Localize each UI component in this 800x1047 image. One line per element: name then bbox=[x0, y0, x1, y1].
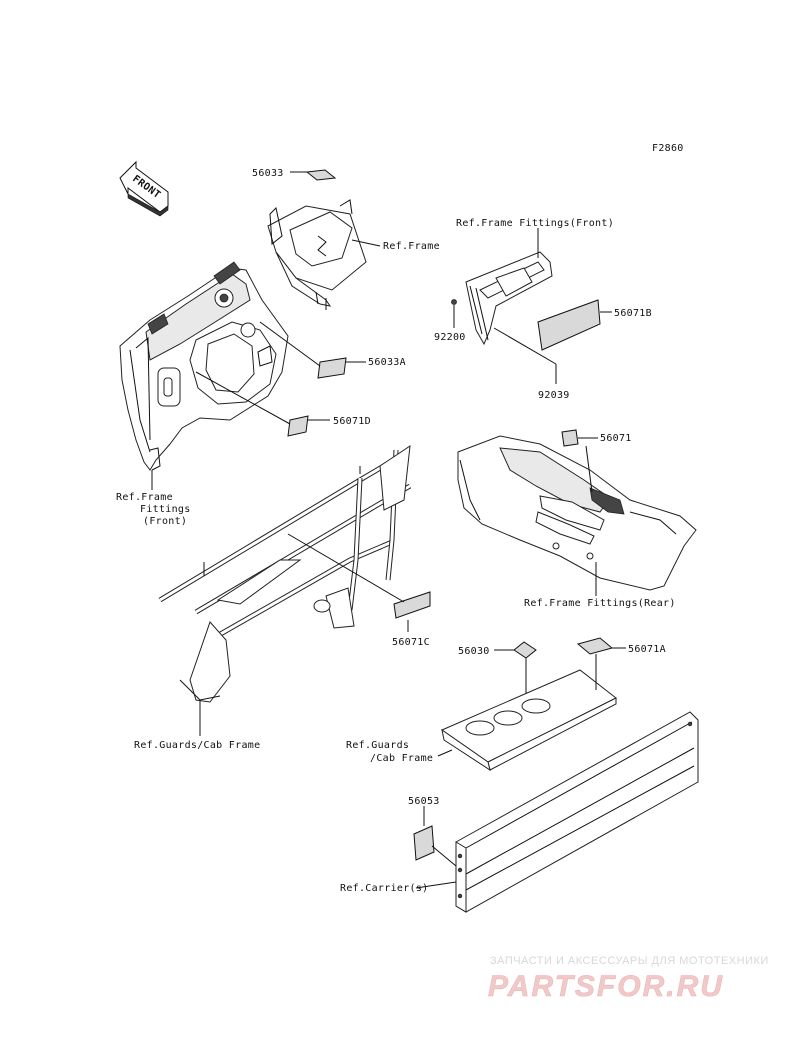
front-arrow-icon: FRONT bbox=[119, 160, 169, 217]
label-56071b: 56071B bbox=[614, 308, 652, 319]
label-56053: 56053 bbox=[408, 796, 440, 807]
label-56033: 56033 bbox=[252, 168, 284, 179]
decal-56030 bbox=[513, 641, 537, 659]
label-ref-frame: Ref.Frame bbox=[383, 241, 440, 252]
label-92039: 92039 bbox=[538, 390, 570, 401]
figure-code: F2860 bbox=[652, 143, 684, 154]
decal-56071b bbox=[537, 299, 601, 351]
label-92200: 92200 bbox=[434, 332, 466, 343]
label-ref-guards-mid-l1: Ref.Guards bbox=[346, 740, 409, 751]
watermark-tagline: ЗАПЧАСТИ И АКСЕССУАРЫ ДЛЯ МОТОТЕХНИКИ bbox=[490, 955, 769, 967]
label-ref-ff-front-top: Ref.Frame Fittings(Front) bbox=[456, 218, 614, 229]
decal-56071 bbox=[561, 429, 579, 447]
watermark-brand: PARTSFOR.RU bbox=[488, 970, 724, 1003]
label-56071: 56071 bbox=[600, 433, 632, 444]
label-ref-ff-front-l2: Fittings bbox=[140, 504, 191, 515]
label-ref-guards-left: Ref.Guards/Cab Frame bbox=[134, 740, 260, 751]
label-ref-ff-front-l3: (Front) bbox=[143, 516, 187, 527]
frame-bracket-part bbox=[267, 199, 367, 310]
label-56071a: 56071A bbox=[628, 644, 666, 655]
rear-body-panel-part bbox=[457, 435, 697, 591]
decal-56033 bbox=[305, 169, 337, 181]
tailgate-panel-part bbox=[455, 711, 699, 913]
glovebox-part bbox=[465, 251, 553, 346]
decal-56071c bbox=[393, 591, 431, 619]
label-56071d: 56071D bbox=[333, 416, 371, 427]
label-56030: 56030 bbox=[458, 646, 490, 657]
label-ref-guards-mid-l2: /Cab Frame bbox=[370, 753, 433, 764]
label-ref-carrier: Ref.Carrier(s) bbox=[340, 883, 429, 894]
label-56033a: 56033A bbox=[368, 357, 406, 368]
decal-56071a bbox=[576, 637, 614, 655]
floor-plate-part bbox=[440, 669, 617, 772]
decal-56053 bbox=[413, 825, 435, 861]
decal-56071d bbox=[287, 415, 309, 437]
guard-frame-part bbox=[98, 444, 412, 703]
label-ref-ff-front-l1: Ref.Frame bbox=[116, 492, 173, 503]
decal-56033a bbox=[317, 357, 347, 379]
front-fender-panel-part bbox=[119, 261, 289, 471]
screw-92200 bbox=[451, 299, 457, 305]
label-ref-ff-rear: Ref.Frame Fittings(Rear) bbox=[524, 598, 676, 609]
label-56071c: 56071C bbox=[392, 637, 430, 648]
rivet-92039 bbox=[493, 327, 557, 365]
